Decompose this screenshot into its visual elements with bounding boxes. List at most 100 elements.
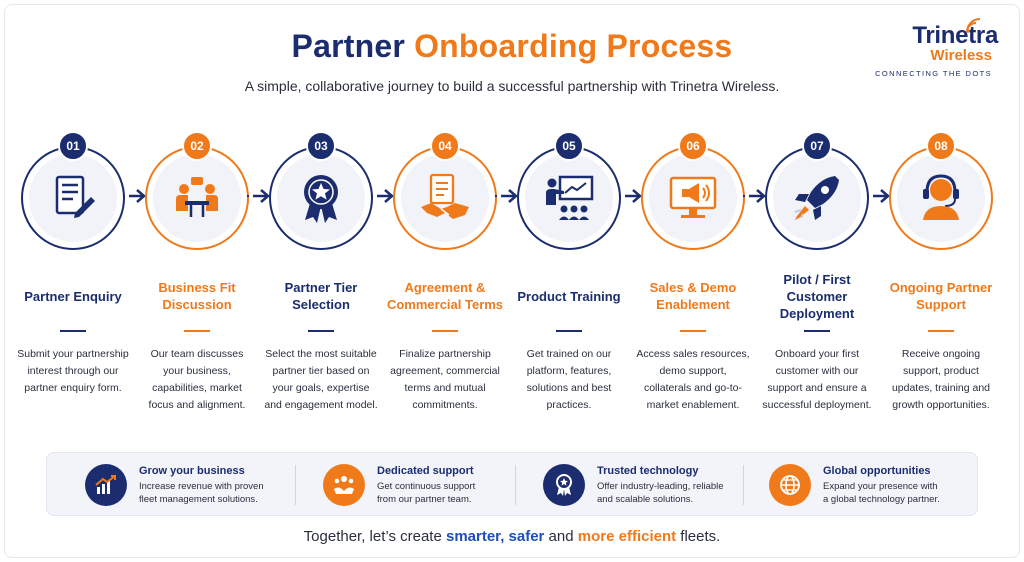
step-description: Receive ongoing support, product updates…	[891, 348, 991, 411]
step-divider	[556, 330, 582, 332]
feature-title: Dedicated support	[377, 464, 474, 477]
step-circle: 04	[393, 131, 497, 250]
feature-desc-line1: Offer industry-leading, reliable	[597, 480, 724, 492]
next-arrow-icon	[247, 188, 271, 204]
next-arrow-icon	[619, 188, 643, 204]
logo-name: Trinetra	[912, 22, 998, 49]
step-05: 05 Product Training Get trained on our p…	[507, 131, 631, 414]
feature-grow: Grow your business Increase revenue with…	[85, 461, 264, 509]
logo-sub: Wireless	[930, 47, 992, 64]
step-number: 05	[554, 131, 584, 161]
feature-desc-line1: Increase revenue with proven	[139, 480, 264, 492]
title-part-2: Onboarding Process	[414, 28, 733, 64]
feature-support: Dedicated support Get continuous support…	[323, 461, 475, 509]
step-number: 01	[58, 131, 88, 161]
footer-prefix: Together, let’s create	[303, 528, 446, 545]
step-divider	[928, 330, 954, 332]
step-number: 03	[306, 131, 336, 161]
step-title: Sales & Demo Enablement	[631, 270, 755, 322]
next-arrow-icon	[123, 188, 147, 204]
step-title-text: Sales & Demo Enablement	[649, 280, 737, 312]
footer-suffix: fleets.	[676, 528, 721, 545]
feature-desc-line1: Get continuous support	[377, 480, 476, 492]
footer-tagline: Together, let’s create smarter, safer an…	[0, 528, 1024, 545]
step-number: 06	[678, 131, 708, 161]
footer-highlight-1: smarter, safer	[445, 528, 545, 545]
step-title: Agreement & Commercial Terms	[383, 270, 507, 322]
step-description: Get trained on our platform, features, s…	[526, 348, 612, 411]
step-circle: 02	[145, 131, 249, 250]
logo-tagline: CONNECTING THE DOTS	[875, 69, 992, 78]
step-description: Access sales resources, demo support, co…	[636, 348, 750, 411]
step-title-text: Pilot / First Customer Deployment	[779, 271, 855, 321]
step-number: 02	[182, 131, 212, 161]
step-04: 04 Agreement & Commercial Terms Finalize…	[383, 131, 507, 414]
divider	[743, 465, 744, 505]
step-title-text: Partner Tier Selection	[284, 280, 358, 312]
feature-title: Trusted technology	[597, 464, 699, 477]
divider	[515, 465, 516, 505]
step-circle: 06	[641, 131, 745, 250]
support-agent-icon	[897, 154, 985, 242]
step-number: 04	[430, 131, 460, 161]
title-part-1: Partner	[291, 28, 405, 64]
feature-title: Global opportunities	[823, 464, 931, 477]
page-title: Partner Onboarding Process	[0, 28, 1024, 65]
next-arrow-icon	[743, 188, 767, 204]
feature-title: Grow your business	[139, 464, 245, 477]
step-title-text: Business Fit Discussion	[158, 280, 236, 312]
step-number: 07	[802, 131, 832, 161]
badge-icon	[543, 464, 585, 506]
step-description: Submit your partnership interest through…	[17, 348, 129, 394]
step-title: Partner Tier Selection	[259, 270, 383, 322]
signal-icon	[966, 18, 981, 33]
feature-desc-line2: a global technology partner.	[823, 493, 940, 505]
step-divider	[680, 330, 706, 332]
step-title: Ongoing Partner Support	[879, 270, 1003, 322]
next-arrow-icon	[867, 188, 891, 204]
step-title: Pilot / First Customer Deployment	[755, 270, 879, 322]
feature-desc-line2: and scalable solutions.	[597, 493, 694, 505]
step-divider	[60, 330, 86, 332]
feature-desc-line2: fleet management solutions.	[139, 493, 258, 505]
page-frame	[4, 4, 1020, 558]
rocket-icon	[773, 154, 861, 242]
step-circle: 01	[21, 131, 125, 250]
award-icon	[277, 154, 365, 242]
footer-highlight-2: more efficient	[577, 528, 677, 545]
step-description: Finalize partnership agreement, commerci…	[390, 348, 500, 411]
feature-global: Global opportunities Expand your presenc…	[769, 461, 940, 509]
handshake-icon	[401, 154, 489, 242]
step-title-text: Product Training	[517, 288, 621, 304]
step-description: Onboard your first customer with our sup…	[762, 348, 872, 411]
megaphone-icon	[649, 154, 737, 242]
page-subtitle: A simple, collaborative journey to build…	[244, 78, 780, 94]
trinetra-logo: Trinetra Wireless CONNECTING THE DOTS	[858, 18, 998, 78]
step-title: Product Training	[507, 270, 631, 322]
growth-chart-icon	[85, 464, 127, 506]
form-icon	[29, 154, 117, 242]
step-06: 06 Sales & Demo Enablement Access sales …	[631, 131, 755, 414]
step-title-text: Partner Enquiry	[24, 288, 122, 304]
step-title: Business Fit Discussion	[135, 270, 259, 322]
divider	[295, 465, 296, 505]
step-title: Partner Enquiry	[11, 270, 135, 322]
benefits-bar: Grow your business Increase revenue with…	[46, 452, 978, 516]
feature-desc-line1: Expand your presence with	[823, 480, 938, 492]
step-02: 02 Business Fit Discussion Our team disc…	[135, 131, 259, 414]
feature-desc-line2: from our partner team.	[377, 493, 472, 505]
team-support-icon	[323, 464, 365, 506]
step-divider	[308, 330, 334, 332]
step-number: 08	[926, 131, 956, 161]
step-divider	[804, 330, 830, 332]
step-title-text: Agreement & Commercial Terms	[386, 280, 504, 312]
footer-middle: and	[544, 528, 578, 545]
meeting-icon	[153, 154, 241, 242]
step-01: 01 Partner Enquiry Submit your partnersh…	[11, 131, 135, 397]
step-08: 08 Ongoing Partner Support Receive ongoi…	[879, 131, 1003, 414]
step-description: Our team discusses your business, capabi…	[148, 348, 246, 411]
next-arrow-icon	[495, 188, 519, 204]
step-divider	[432, 330, 458, 332]
feature-trusted: Trusted technology Offer industry-leadin…	[543, 461, 724, 509]
step-title-text: Ongoing Partner Support	[889, 280, 993, 312]
